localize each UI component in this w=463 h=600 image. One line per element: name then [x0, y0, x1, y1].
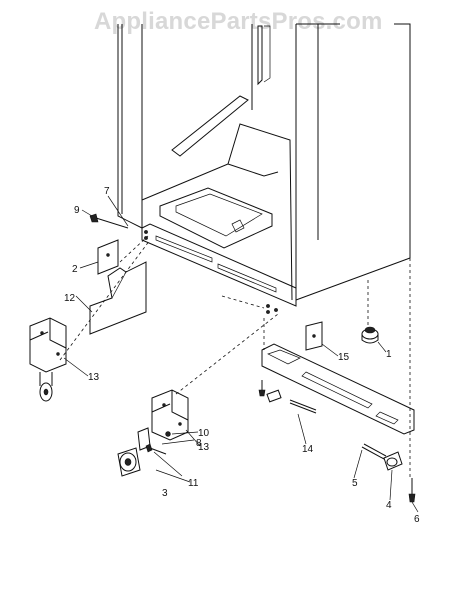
screw-part-9 [89, 213, 129, 229]
base-rail-part-14 [261, 343, 415, 435]
callout-labels: 7 9 2 12 13 15 1 13 10 8 11 3 14 5 4 6 [64, 186, 420, 525]
leader-lines [63, 195, 419, 513]
callout-13-right: 13 [198, 442, 210, 453]
leveling-foot-part-1 [361, 326, 379, 344]
callout-1: 1 [386, 349, 392, 360]
callout-14: 14 [302, 444, 314, 455]
caster-roller-part-3 [117, 447, 141, 477]
callout-3: 3 [162, 488, 168, 499]
cabinet [117, 23, 411, 314]
callout-7: 7 [104, 186, 110, 197]
callout-11: 11 [188, 478, 199, 489]
bracket-part-2 [97, 239, 119, 275]
plate-part-15 [305, 321, 323, 351]
callout-2: 2 [72, 264, 78, 275]
callout-8: 8 [196, 438, 202, 449]
screw-part-6 [408, 478, 416, 503]
callout-13-left: 13 [88, 372, 100, 383]
callout-12: 12 [64, 293, 76, 304]
callout-5: 5 [352, 478, 358, 489]
callout-9: 9 [74, 205, 80, 216]
assembly-lines [59, 235, 411, 478]
leveling-leg-part-5 [361, 443, 387, 460]
rail-hardware [258, 380, 317, 414]
hardware-parts-8-10-11 [137, 427, 171, 455]
callout-10: 10 [198, 428, 210, 439]
callout-15: 15 [338, 352, 350, 363]
glide-part-4 [383, 451, 403, 471]
callout-6: 6 [414, 514, 420, 525]
caster-bracket-left-part-13 [29, 317, 67, 402]
callout-4: 4 [386, 500, 392, 511]
